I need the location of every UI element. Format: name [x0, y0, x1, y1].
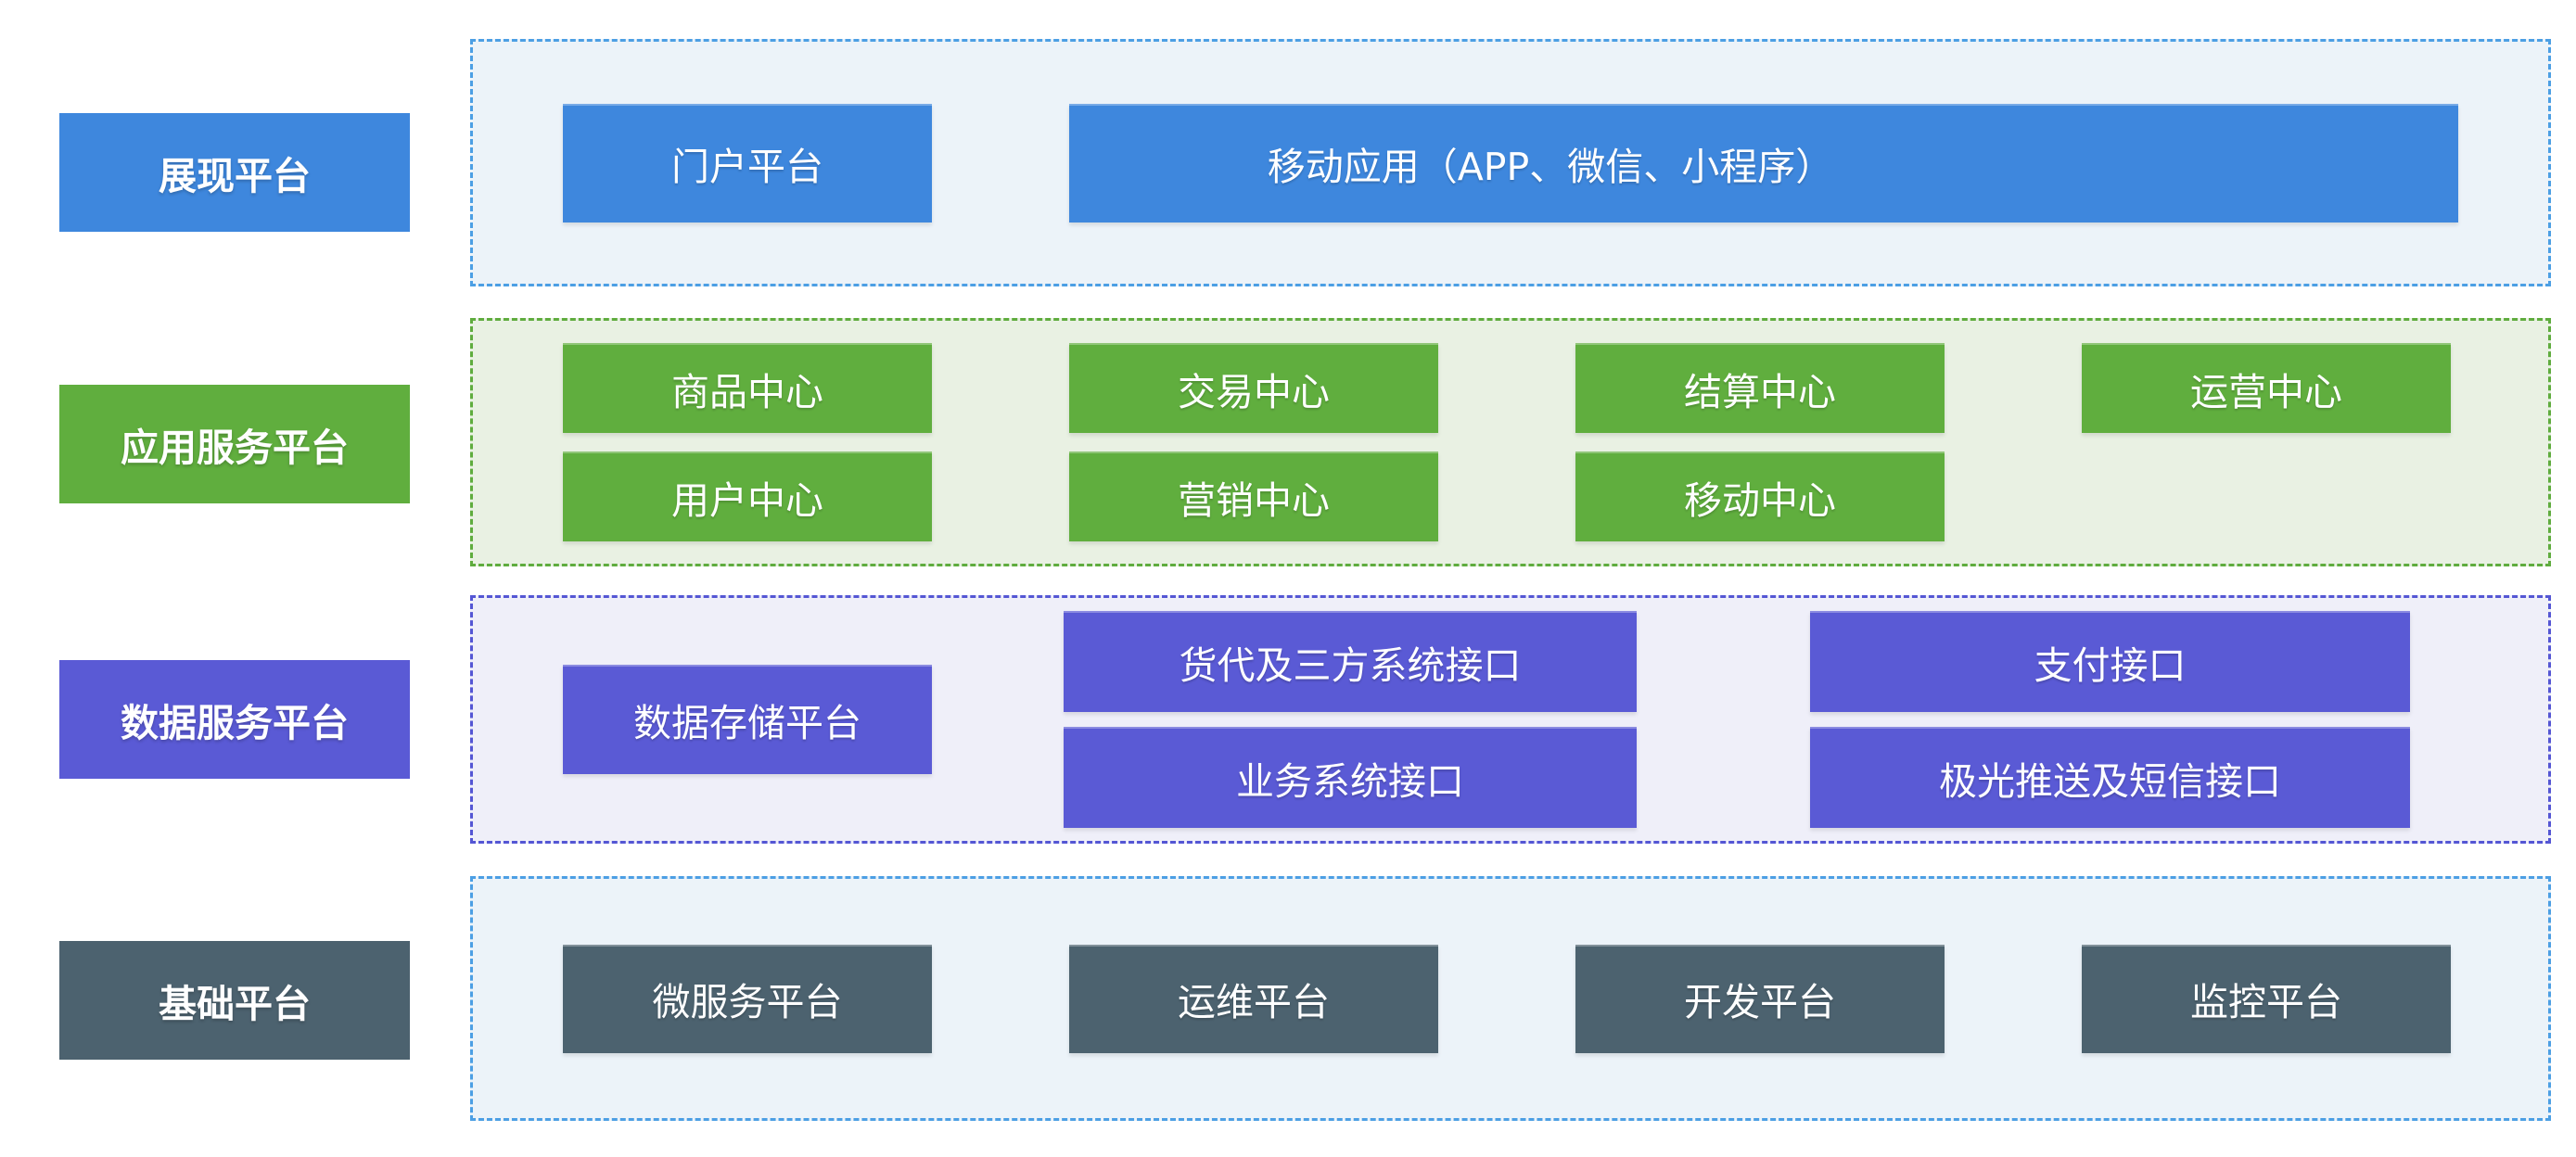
application-row-1: 商品中心 交易中心 结算中心 运营中心: [563, 343, 2458, 433]
application-row-2: 用户中心 营销中心 移动中心: [563, 451, 2458, 541]
presentation-row: 门户平台 移动应用（APP、微信、小程序）: [473, 42, 2548, 284]
box-payment-interface: 支付接口: [1810, 611, 2410, 712]
base-row: 微服务平台 运维平台 开发平台 监控平台: [473, 879, 2548, 1118]
row-label-data-service-platform: 数据服务平台: [59, 660, 410, 779]
box-settlement-center: 结算中心: [1575, 343, 1945, 433]
presentation-platform-section: 门户平台 移动应用（APP、微信、小程序）: [470, 39, 2551, 286]
box-monitor-platform: 监控平台: [2082, 944, 2451, 1053]
box-product-center: 商品中心: [563, 343, 932, 433]
box-data-storage-platform: 数据存储平台: [563, 665, 932, 774]
row-label-base-platform: 基础平台: [59, 941, 410, 1060]
row-label-application-service-platform: 应用服务平台: [59, 385, 410, 503]
interface-grid: 货代及三方系统接口 支付接口 业务系统接口 极光推送及短信接口: [1064, 611, 2410, 828]
base-platform-section: 微服务平台 运维平台 开发平台 监控平台: [470, 876, 2551, 1121]
box-mobile-center: 移动中心: [1575, 451, 1945, 541]
box-portal-platform: 门户平台: [563, 103, 932, 222]
application-service-platform-section: 商品中心 交易中心 结算中心 运营中心 用户中心 营销中心 移动中心: [470, 318, 2551, 566]
box-dev-platform: 开发平台: [1575, 944, 1945, 1053]
box-user-center: 用户中心: [563, 451, 932, 541]
box-microservice-platform: 微服务平台: [563, 944, 932, 1053]
box-jpush-sms-interface: 极光推送及短信接口: [1810, 727, 2410, 828]
data-service-platform-section: 数据存储平台 货代及三方系统接口 支付接口 业务系统接口 极光推送及短信接口: [470, 595, 2551, 844]
row-label-presentation-platform: 展现平台: [59, 113, 410, 232]
box-business-system-interface: 业务系统接口: [1064, 727, 1637, 828]
box-operation-center: 运营中心: [2082, 343, 2451, 433]
box-ops-platform: 运维平台: [1069, 944, 1438, 1053]
application-rows: 商品中心 交易中心 结算中心 运营中心 用户中心 营销中心 移动中心: [473, 321, 2548, 564]
box-mobile-apps: 移动应用（APP、微信、小程序）: [1069, 103, 2458, 222]
box-marketing-center: 营销中心: [1069, 451, 1438, 541]
box-trade-center: 交易中心: [1069, 343, 1438, 433]
box-forwarder-third-party-interface: 货代及三方系统接口: [1064, 611, 1637, 712]
